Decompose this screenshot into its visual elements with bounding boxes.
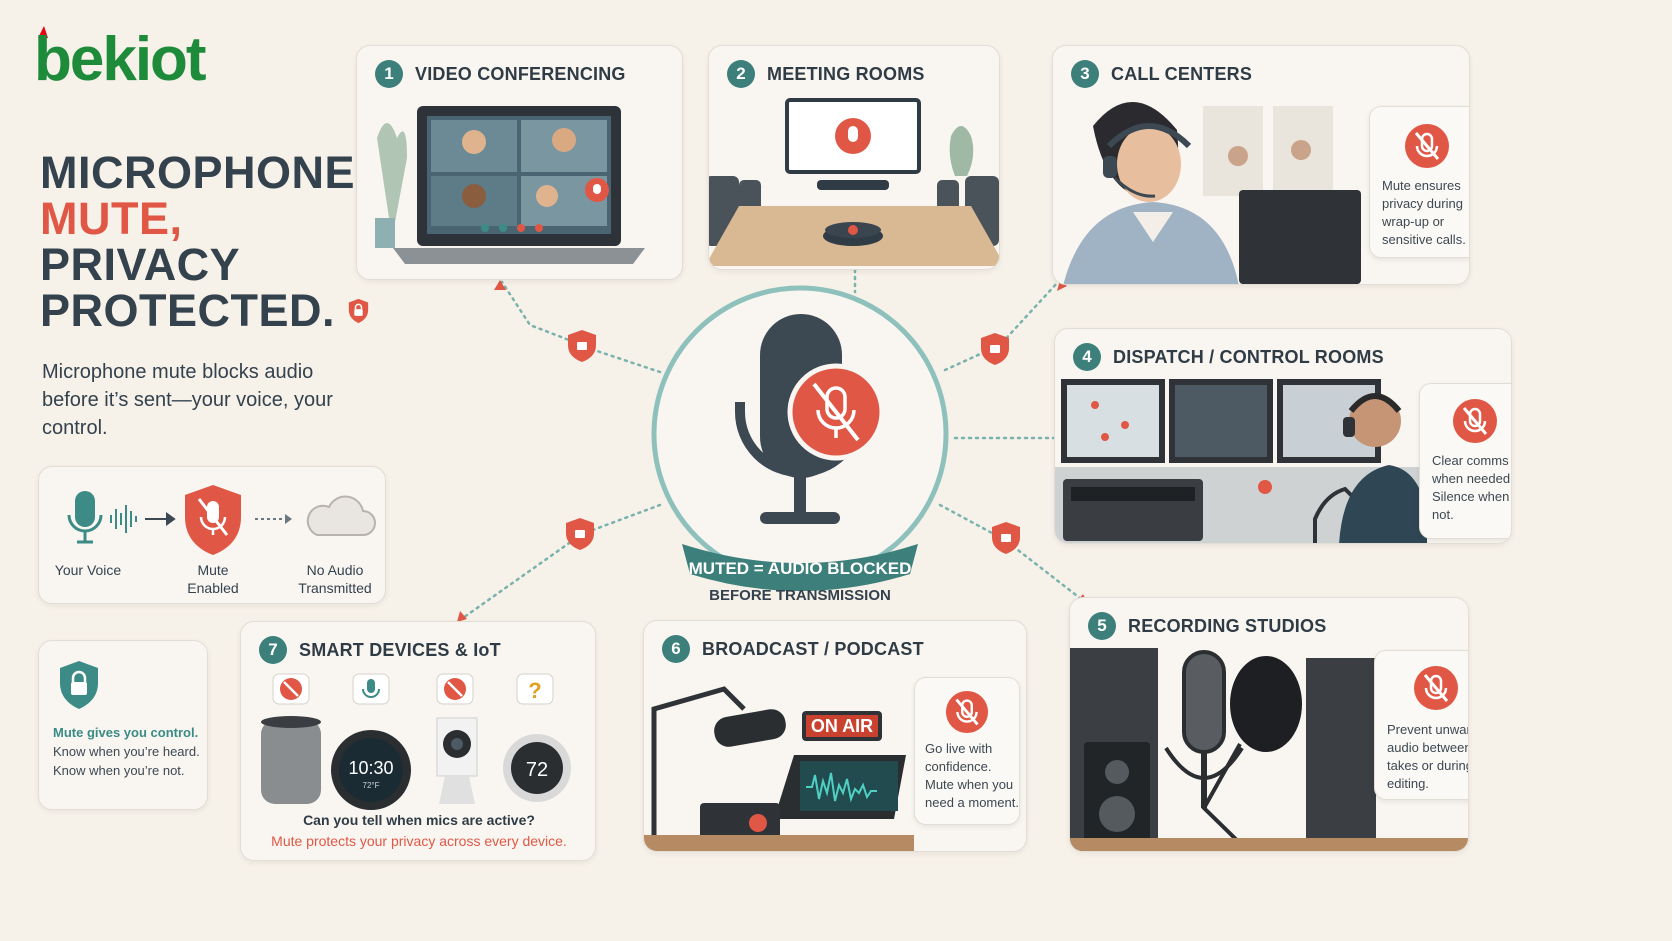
callout-line: Prevent unwanted	[1387, 722, 1468, 737]
intro-text: Microphone mute blocks audio before it’s…	[42, 361, 333, 439]
podcast-studio-illustration: ON AIR	[644, 686, 914, 851]
muted-badge-ribbon	[682, 544, 918, 591]
mic-muted-shield-icon	[185, 485, 241, 555]
section-call-centers: 3 CALL CENTERS Mute ensures privacy duri…	[1052, 45, 1470, 285]
callout-recording: Prevent unwanted audio between takes or …	[1374, 650, 1469, 800]
shield-lock-icon	[348, 298, 369, 324]
section-title: DISPATCH / CONTROL ROOMS	[1113, 346, 1384, 367]
callout-line: when needed.	[1432, 471, 1512, 486]
headline-line-2: MUTE,	[40, 193, 183, 244]
callout-line: privacy during	[1382, 196, 1463, 211]
section-number: 1	[375, 60, 403, 88]
control-title: Mute gives you control.	[53, 725, 199, 740]
section-title: SMART DEVICES & IoT	[299, 639, 501, 660]
section-recording-studios: 5 RECORDING STUDIOS Prevent unwanted aud…	[1069, 597, 1469, 852]
callout-line: wrap-up or	[1382, 214, 1445, 229]
mic-muted-icon	[1405, 124, 1449, 168]
section-title: RECORDING STUDIOS	[1128, 615, 1327, 636]
control-line-2: Know when you’re not.	[53, 763, 185, 778]
shield-lock-icon	[568, 330, 596, 362]
headline-line-3: PRIVACY	[40, 239, 241, 290]
section-number: 7	[259, 636, 287, 664]
callout-call-centers: Mute ensures privacy during wrap-up or s…	[1369, 106, 1469, 258]
headline-line-4: PROTECTED.	[40, 285, 336, 336]
section-video-conferencing: 1 VIDEO CONFERENCING	[356, 45, 683, 280]
callout-line: editing.	[1387, 776, 1429, 791]
question-icon: ?	[516, 673, 554, 705]
control-card: Mute gives you control. Know when you’re…	[38, 640, 208, 810]
callout-line: audio between	[1387, 740, 1469, 755]
callout-line: need a moment.	[925, 795, 1019, 810]
mic-muted-icon	[436, 673, 474, 705]
headline: MICROPHONE MUTE, PRIVACY PROTECTED.	[40, 150, 370, 334]
microphone-icon	[67, 491, 103, 544]
central-muted-mic: MUTED = AUDIO BLOCKED BEFORE TRANSMISSIO…	[648, 282, 952, 612]
studio-mic-illustration	[1070, 648, 1468, 851]
callout-line: takes or during	[1387, 758, 1469, 773]
callout-line: sensitive calls.	[1382, 232, 1466, 247]
mic-muted-icon	[1414, 666, 1458, 710]
mic-muted-icon	[272, 673, 310, 705]
flow-step-voice: Your Voice	[54, 562, 122, 578]
mic-muted-icon	[1453, 399, 1497, 443]
muted-badge-sub: BEFORE TRANSMISSION	[709, 587, 891, 604]
cloud-icon	[306, 495, 376, 536]
shield-lock-icon	[566, 518, 594, 550]
section-broadcast-podcast: 6 BROADCAST / PODCAST ON AIR Go live wit…	[643, 620, 1027, 852]
callout-broadcast: Go live with confidence. Mute when you n…	[914, 677, 1020, 825]
section-smart-devices: 7 SMART DEVICES & IoT ? 10:30 72°F	[240, 621, 596, 861]
section-number: 6	[662, 635, 690, 663]
section-title: BROADCAST / PODCAST	[702, 638, 924, 659]
devices-question: Can you tell when mics are active?	[303, 812, 535, 828]
section-dispatch-control-rooms: 4 DISPATCH / CONTROL ROOMS Clear comms w…	[1054, 328, 1512, 544]
sound-wave-icon	[110, 505, 137, 533]
devices-answer: Mute protects your privacy across every …	[271, 833, 567, 849]
call-center-agent-illustration	[1063, 101, 1361, 284]
arrow-right-icon	[145, 512, 176, 526]
smart-devices-illustration: ? 10:30 72°F 72	[261, 673, 571, 810]
svg-text:?: ?	[528, 678, 541, 703]
headline-line-1: MICROPHONE	[40, 147, 356, 198]
callout-line: Mute when you	[925, 777, 1014, 792]
clock-display: 10:30	[348, 758, 393, 778]
muted-badge-text: MUTED = AUDIO BLOCKED	[689, 559, 912, 578]
section-number: 5	[1088, 612, 1116, 640]
callout-line: confidence.	[925, 759, 992, 774]
laptop-illustration	[375, 106, 645, 264]
temp-display: 72°F	[363, 781, 380, 790]
bekiot-logo: bekiot	[34, 25, 208, 92]
section-title: MEETING ROOMS	[767, 63, 925, 84]
shield-lock-icon	[992, 522, 1020, 554]
dispatch-console-illustration	[1055, 379, 1427, 543]
callout-line: Mute ensures	[1382, 178, 1461, 193]
callout-dispatch: Clear comms when needed. Silence when no…	[1419, 383, 1512, 539]
section-number: 4	[1073, 343, 1101, 371]
shield-lock-icon	[60, 661, 98, 709]
shield-lock-icon	[981, 333, 1009, 365]
callout-line: Silence when	[1432, 489, 1510, 504]
thermostat-display: 72	[526, 759, 548, 781]
section-number: 2	[727, 60, 755, 88]
callout-line: Clear comms	[1432, 453, 1509, 468]
on-air-sign: ON AIR	[811, 716, 873, 736]
mic-muted-icon	[945, 690, 989, 734]
section-title: VIDEO CONFERENCING	[415, 63, 626, 84]
callout-line: Go live with	[925, 741, 993, 756]
mic-muted-icon	[787, 363, 885, 461]
logo-text: bekiot	[34, 25, 206, 92]
control-line-1: Know when you’re heard.	[53, 744, 200, 759]
callout-line: not.	[1432, 507, 1454, 522]
section-meeting-rooms: 2 MEETING ROOMS	[708, 45, 1000, 270]
section-number: 3	[1071, 60, 1099, 88]
meeting-room-illustration	[709, 98, 999, 266]
microphone-icon	[352, 673, 390, 705]
section-title: CALL CENTERS	[1111, 63, 1253, 84]
